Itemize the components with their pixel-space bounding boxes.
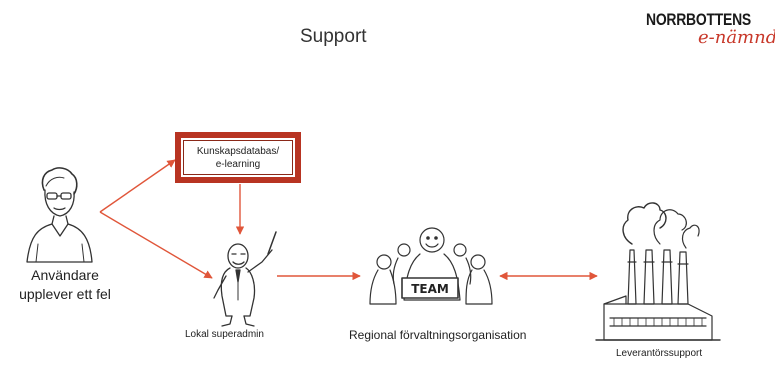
arrow-user-to-superadmin <box>99 211 213 279</box>
superadmin-label: Lokal superadmin <box>185 329 264 340</box>
logo-text-bottom: e-nämnd. <box>698 27 775 48</box>
user-person-icon <box>26 167 93 263</box>
region-label: Regional förvaltningsorganisation <box>349 328 527 342</box>
knowledge-base-box: Kunskapsdatabas/ e-learning <box>175 132 301 183</box>
page-title: Support <box>300 26 367 47</box>
arrow-user-to-knowledge <box>99 159 176 213</box>
superadmin-person-icon <box>213 231 277 327</box>
knowledge-base-label-line2: e-learning <box>215 158 261 170</box>
logo-text-top: NORRBOTTENS <box>646 10 751 29</box>
user-label: Användare upplever ett fel <box>2 266 128 304</box>
user-label-line1: Användare <box>31 267 99 283</box>
knowledge-base-label-line1: Kunskapsdatabas/ <box>196 145 280 157</box>
factory-icon <box>595 202 721 341</box>
vendor-label: Leverantörssupport <box>616 348 703 359</box>
team-group-icon <box>369 227 493 305</box>
norrbottens-logo: NORRBOTTENS e-nämnd. <box>646 10 775 52</box>
flow-arrows <box>99 159 598 281</box>
user-label-line2: upplever ett fel <box>19 286 111 302</box>
team-sign-text: TEAM <box>411 282 449 296</box>
